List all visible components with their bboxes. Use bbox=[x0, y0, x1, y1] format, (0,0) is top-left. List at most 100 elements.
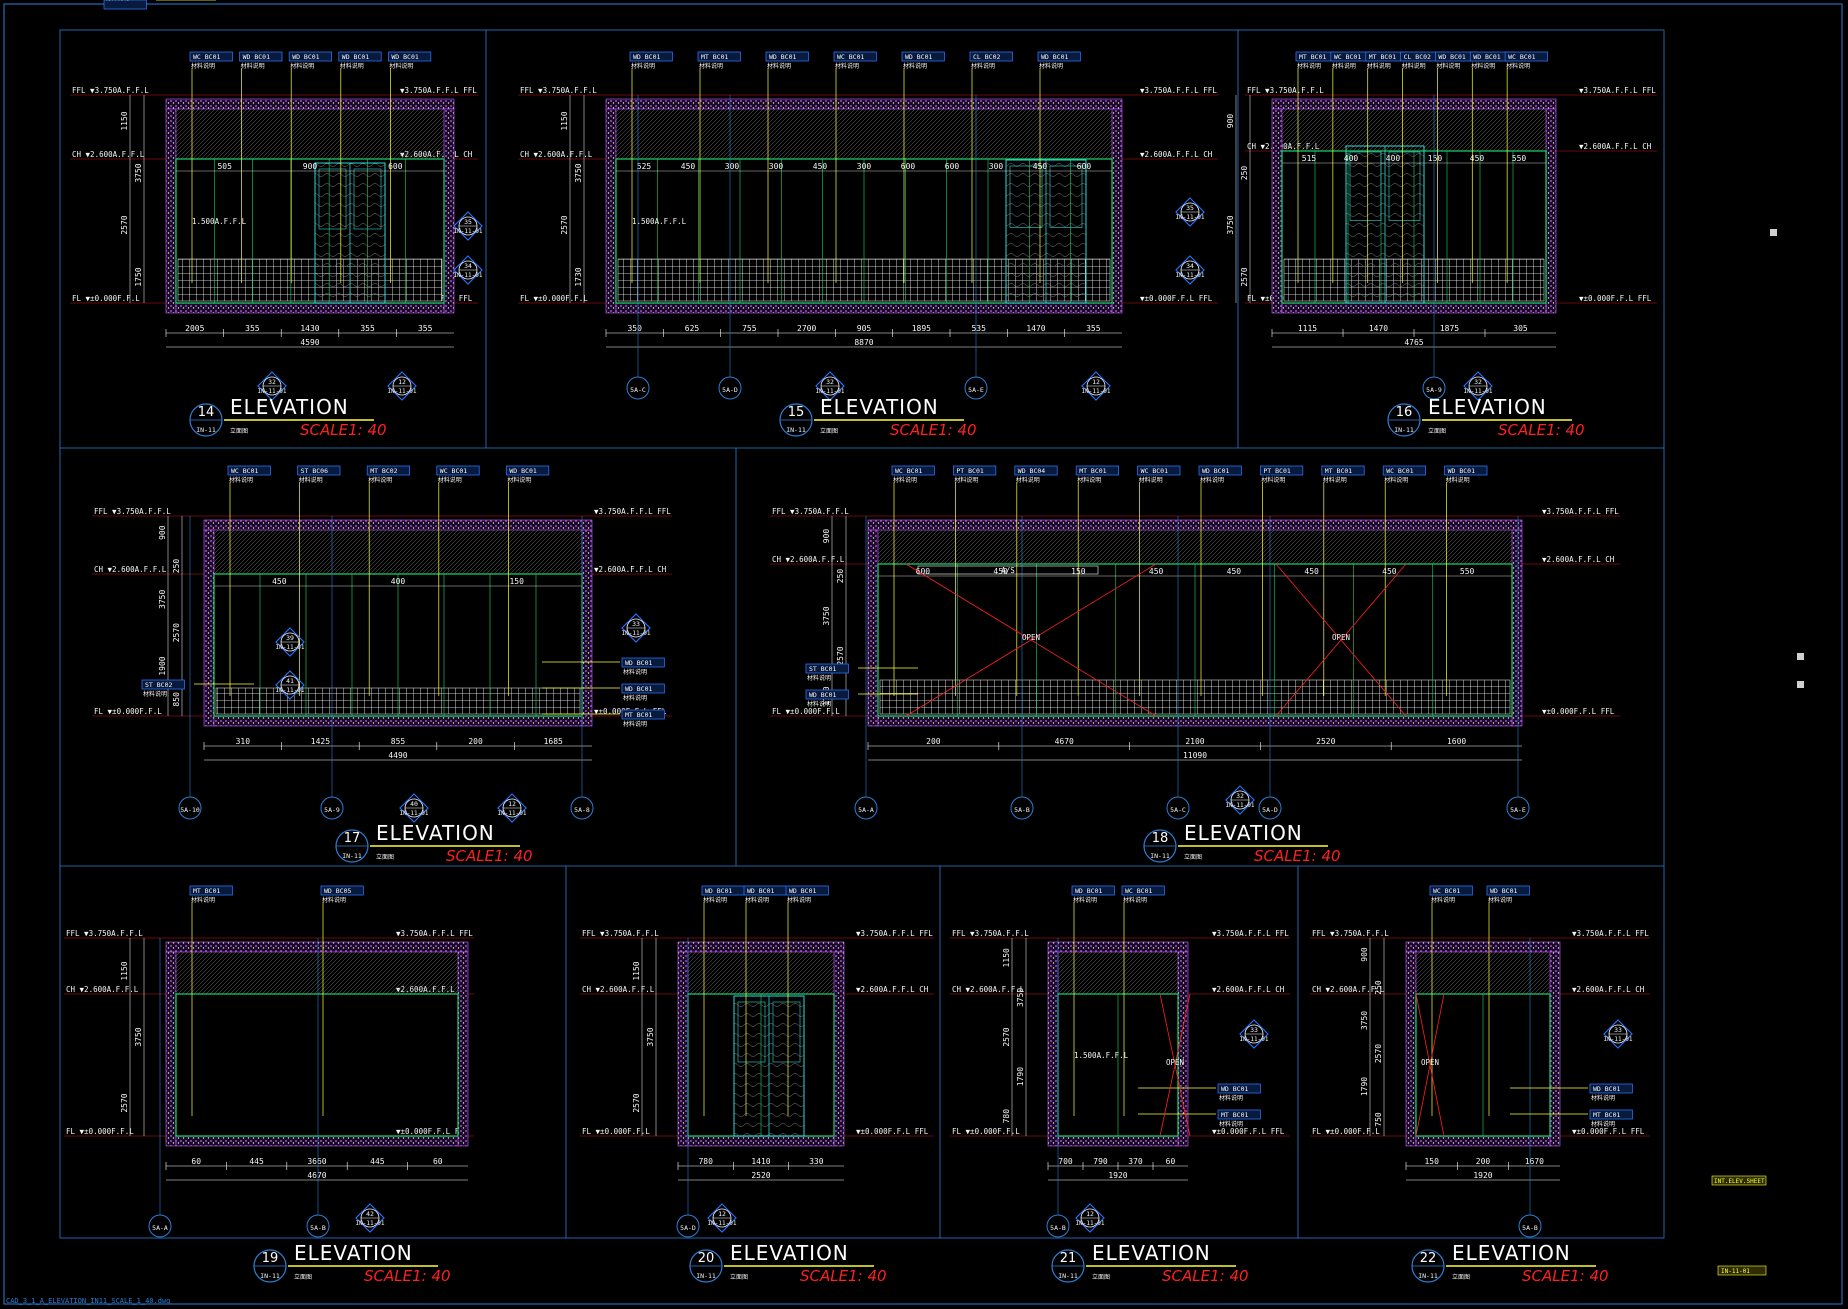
material-tag bbox=[891, 465, 935, 476]
material-tag bbox=[1486, 885, 1530, 896]
material-tag-label: WC BC01 bbox=[231, 467, 258, 475]
dimension-bottom: 1410 bbox=[751, 1157, 770, 1166]
grid-bubble-label: 5A-B bbox=[1050, 1224, 1066, 1232]
elevation-scale: SCALE1: 40 bbox=[1498, 421, 1585, 439]
section-callout-marker bbox=[387, 371, 417, 401]
material-tag-desc: 材料说明 bbox=[623, 668, 647, 676]
dimension-side: 2570 bbox=[836, 646, 845, 665]
dimension-bottom: 2005 bbox=[185, 324, 204, 333]
material-tag-label: WC BC01 bbox=[837, 53, 864, 61]
door-inset bbox=[1388, 151, 1421, 221]
material-tag-desc: 材料说明 bbox=[1332, 62, 1356, 70]
grid-bubble bbox=[718, 376, 742, 400]
elevation-18: FFL ▼3.750A.F.F.LCH ▼2.600A.F.F.LFL ▼±0.… bbox=[770, 465, 1620, 865]
level-fl-right: ▼±0.000F.F.L FFL bbox=[1572, 1127, 1645, 1136]
section-callout-number: 32 bbox=[1236, 792, 1244, 800]
sheet-marker-2 bbox=[1797, 653, 1804, 660]
level-fl-left: FL ▼±0.000F.F.L bbox=[1312, 1127, 1380, 1136]
material-tag-desc: 材料说明 bbox=[835, 62, 859, 70]
elevation-sheet-ref: IN-11 bbox=[1418, 1272, 1438, 1280]
level-ffl-right: ▼3.750A.F.F.L FFL bbox=[1212, 929, 1289, 938]
floor-slab bbox=[615, 302, 1113, 314]
grid-bubble-label: 5A-B bbox=[1522, 1224, 1538, 1232]
dimension-side: 2570 bbox=[1240, 267, 1249, 286]
section-callout-marker bbox=[355, 1203, 385, 1233]
grid-bubble-label: 5A-9 bbox=[324, 806, 340, 814]
material-tag-desc: 材料说明 bbox=[1506, 62, 1530, 70]
material-tag-desc: 材料说明 bbox=[340, 62, 364, 70]
material-tag bbox=[1589, 1109, 1633, 1120]
dimension-top: 600 bbox=[1077, 162, 1092, 171]
elevation-sheet-ref: IN-11 bbox=[196, 426, 216, 434]
material-tag-desc: 材料说明 bbox=[1384, 476, 1408, 484]
material-tag-label: WD BC01 bbox=[1221, 1085, 1248, 1093]
opening-cross bbox=[1159, 993, 1191, 1137]
level-ffl-right: ▼3.750A.F.F.L FFL bbox=[1579, 86, 1656, 95]
dimension-top: 450 bbox=[272, 577, 287, 586]
material-tag-label: WC BC01 bbox=[1125, 887, 1152, 895]
dimension-side: 3750 bbox=[822, 606, 831, 625]
wall-ceiling-slab bbox=[165, 98, 455, 110]
material-tag bbox=[1429, 885, 1473, 896]
level-ffl-left: FFL ▼3.750A.F.F.L bbox=[582, 929, 659, 938]
grid-bubble bbox=[570, 796, 594, 820]
material-tag bbox=[1321, 465, 1365, 476]
elevation-scale: SCALE1: 40 bbox=[1162, 1267, 1249, 1285]
wall-left bbox=[1405, 951, 1417, 1147]
elevation-number: 22 bbox=[1420, 1251, 1437, 1266]
wall-left bbox=[1047, 951, 1059, 1147]
elevation-sheet-ref: IN-11 bbox=[342, 852, 362, 860]
wall-right bbox=[1177, 951, 1189, 1147]
material-tag-label: WD BC01 bbox=[633, 53, 660, 61]
elevation-number: 16 bbox=[1396, 405, 1413, 420]
dimension-side: 900 bbox=[158, 525, 167, 540]
level-fl-right: ▼±0.000F.F.L FFL bbox=[1212, 1127, 1285, 1136]
material-tag-label: MT BC01 bbox=[1079, 467, 1106, 475]
floor-slab bbox=[175, 302, 445, 314]
dimension-bottom: 355 bbox=[360, 324, 375, 333]
elevation-title: ELEVATION bbox=[730, 1241, 849, 1265]
dimension-bottom: 350 bbox=[627, 324, 642, 333]
dimension-bottom: 60 bbox=[191, 1157, 201, 1166]
section-callout-number: 32 bbox=[268, 378, 276, 386]
material-tag bbox=[1137, 465, 1181, 476]
wall-left bbox=[605, 108, 617, 314]
elevation-title: ELEVATION bbox=[1452, 1241, 1571, 1265]
dimension-top: 150 bbox=[1071, 567, 1086, 576]
elevation-scale: SCALE1: 40 bbox=[1254, 847, 1341, 865]
ceiling-void bbox=[1282, 109, 1546, 151]
grid-bubble bbox=[854, 796, 878, 820]
material-tag-label: WD BC01 bbox=[391, 53, 418, 61]
level-ch-left: CH ▼2.600A.F.F.L bbox=[520, 150, 593, 159]
dimension-top: 300 bbox=[725, 162, 740, 171]
dimension-side: 1750 bbox=[134, 267, 143, 286]
dimension-total: 8870 bbox=[854, 338, 873, 347]
dimension-bottom: 445 bbox=[370, 1157, 385, 1166]
opening-label: OPEN bbox=[1421, 1058, 1439, 1067]
material-tag-label: MT BC01 bbox=[1593, 1111, 1620, 1119]
dimension-side: 3750 bbox=[1226, 215, 1235, 234]
dimension-bottom: 60 bbox=[1166, 1157, 1176, 1166]
material-tag-label: WD BC01 bbox=[1448, 467, 1475, 475]
material-tag-label: WD BC01 bbox=[292, 53, 319, 61]
opening-cross bbox=[1275, 563, 1407, 717]
section-callout-number: 41 bbox=[286, 677, 294, 685]
material-tag bbox=[1589, 1083, 1633, 1094]
wall-left bbox=[677, 951, 689, 1147]
dimension-total: 4490 bbox=[388, 751, 407, 760]
wall-right bbox=[1549, 951, 1561, 1147]
wall-ceiling-slab bbox=[677, 941, 845, 953]
elevation-scale: SCALE1: 40 bbox=[364, 1267, 451, 1285]
opening-label: OPEN bbox=[1022, 633, 1040, 642]
level-fl-left: FL ▼±0.000F.F.L bbox=[72, 294, 140, 303]
level-ffl-right: ▼3.750A.F.F.L FFL bbox=[1140, 86, 1217, 95]
material-tag-label: WD BC05 bbox=[324, 887, 351, 895]
floor-slab bbox=[1057, 1135, 1179, 1147]
section-callout-marker bbox=[275, 670, 305, 700]
material-tag bbox=[387, 51, 432, 62]
material-tag bbox=[1071, 885, 1115, 896]
dimension-top: 300 bbox=[857, 162, 872, 171]
ceiling-void bbox=[878, 530, 1512, 564]
dimension-bottom: 2520 bbox=[1316, 737, 1335, 746]
material-tag bbox=[765, 51, 809, 62]
